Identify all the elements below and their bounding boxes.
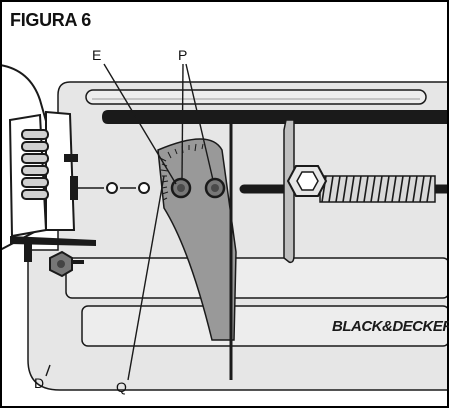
rip-fence-rail <box>102 110 449 124</box>
leader-d <box>45 364 51 377</box>
hole-right <box>138 182 150 194</box>
leader-p-right <box>185 63 214 181</box>
label-q: Q <box>116 379 127 395</box>
top-slot <box>85 89 427 105</box>
figure-title: FIGURA 6 <box>10 10 91 30</box>
leader-e <box>103 63 177 185</box>
label-d: D <box>34 375 45 391</box>
brand-logo: BLACK&DECKER <box>332 318 449 335</box>
label-p: P <box>178 47 188 63</box>
bottom-slot <box>81 305 449 347</box>
hole-left <box>106 182 118 194</box>
clamp-plate <box>283 119 295 264</box>
middle-slot <box>65 257 449 299</box>
leader-q <box>127 175 165 381</box>
label-e: E <box>92 47 102 63</box>
spring <box>21 129 49 140</box>
leader-p-left <box>181 63 184 181</box>
